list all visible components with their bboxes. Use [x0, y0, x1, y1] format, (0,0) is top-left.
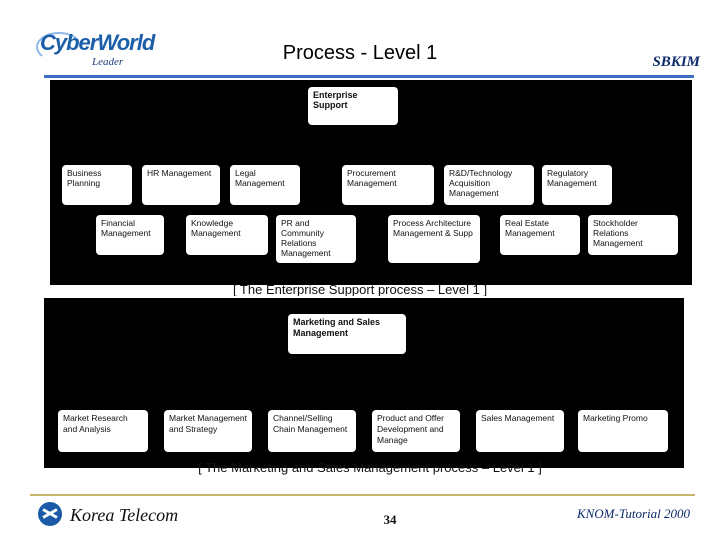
- process-box: PR and Community Relations Management: [276, 215, 356, 263]
- author-label: SBKIM: [652, 54, 700, 70]
- process-box: Market Research and Analysis: [58, 410, 148, 452]
- process-box: Legal Management: [230, 165, 300, 205]
- page-title: Process - Level 1: [282, 42, 438, 64]
- company-name: Korea Telecom: [70, 505, 179, 525]
- process-box: Procurement Management: [342, 165, 434, 205]
- process-box: R&D/Technology Acquisition Management: [444, 165, 534, 205]
- process-box: Channel/Selling Chain Management: [268, 410, 356, 452]
- process-box: Process Architecture Management & Supp: [388, 215, 480, 263]
- logo-swoosh-icon: [36, 32, 82, 62]
- process-box: Real Estate Management: [500, 215, 580, 255]
- process-box: Marketing Promo: [578, 410, 668, 452]
- process-box: Financial Management: [96, 215, 164, 255]
- process-box: HR Management: [142, 165, 220, 205]
- enterprise-caption: [ The Enterprise Support process – Level…: [232, 282, 488, 296]
- process-box: Stockholder Relations Management: [588, 215, 678, 255]
- marketing-sales-diagram: Marketing and Sales Management Market Re…: [44, 298, 684, 468]
- page-number: 34: [383, 512, 397, 527]
- process-box: Regulatory Management: [542, 165, 612, 205]
- process-box: Sales Management: [476, 410, 564, 452]
- enterprise-support-diagram: Enterprise Support Business Planning HR …: [50, 80, 692, 285]
- marketing-sales-root-box: Marketing and Sales Management: [288, 314, 406, 354]
- logo-text: CyberWorld: [40, 30, 155, 55]
- footer-divider: [30, 494, 695, 496]
- marketing-caption: [ The Marketing and Sales Management pro…: [198, 460, 542, 475]
- process-box: Product and Offer Development and Manage: [372, 410, 460, 452]
- enterprise-support-root-box: Enterprise Support: [308, 87, 398, 125]
- korea-telecom-logo-icon: [38, 502, 62, 526]
- cyberworld-logo: CyberWorld Leader: [36, 28, 155, 72]
- logo-subtext: Leader: [92, 56, 124, 68]
- process-box: Business Planning: [62, 165, 132, 205]
- process-box: Knowledge Management: [186, 215, 268, 255]
- process-box: Market Management and Strategy: [164, 410, 252, 452]
- header-divider: [44, 75, 694, 78]
- footer-tutorial-label: KNOM-Tutorial 2000: [576, 506, 690, 521]
